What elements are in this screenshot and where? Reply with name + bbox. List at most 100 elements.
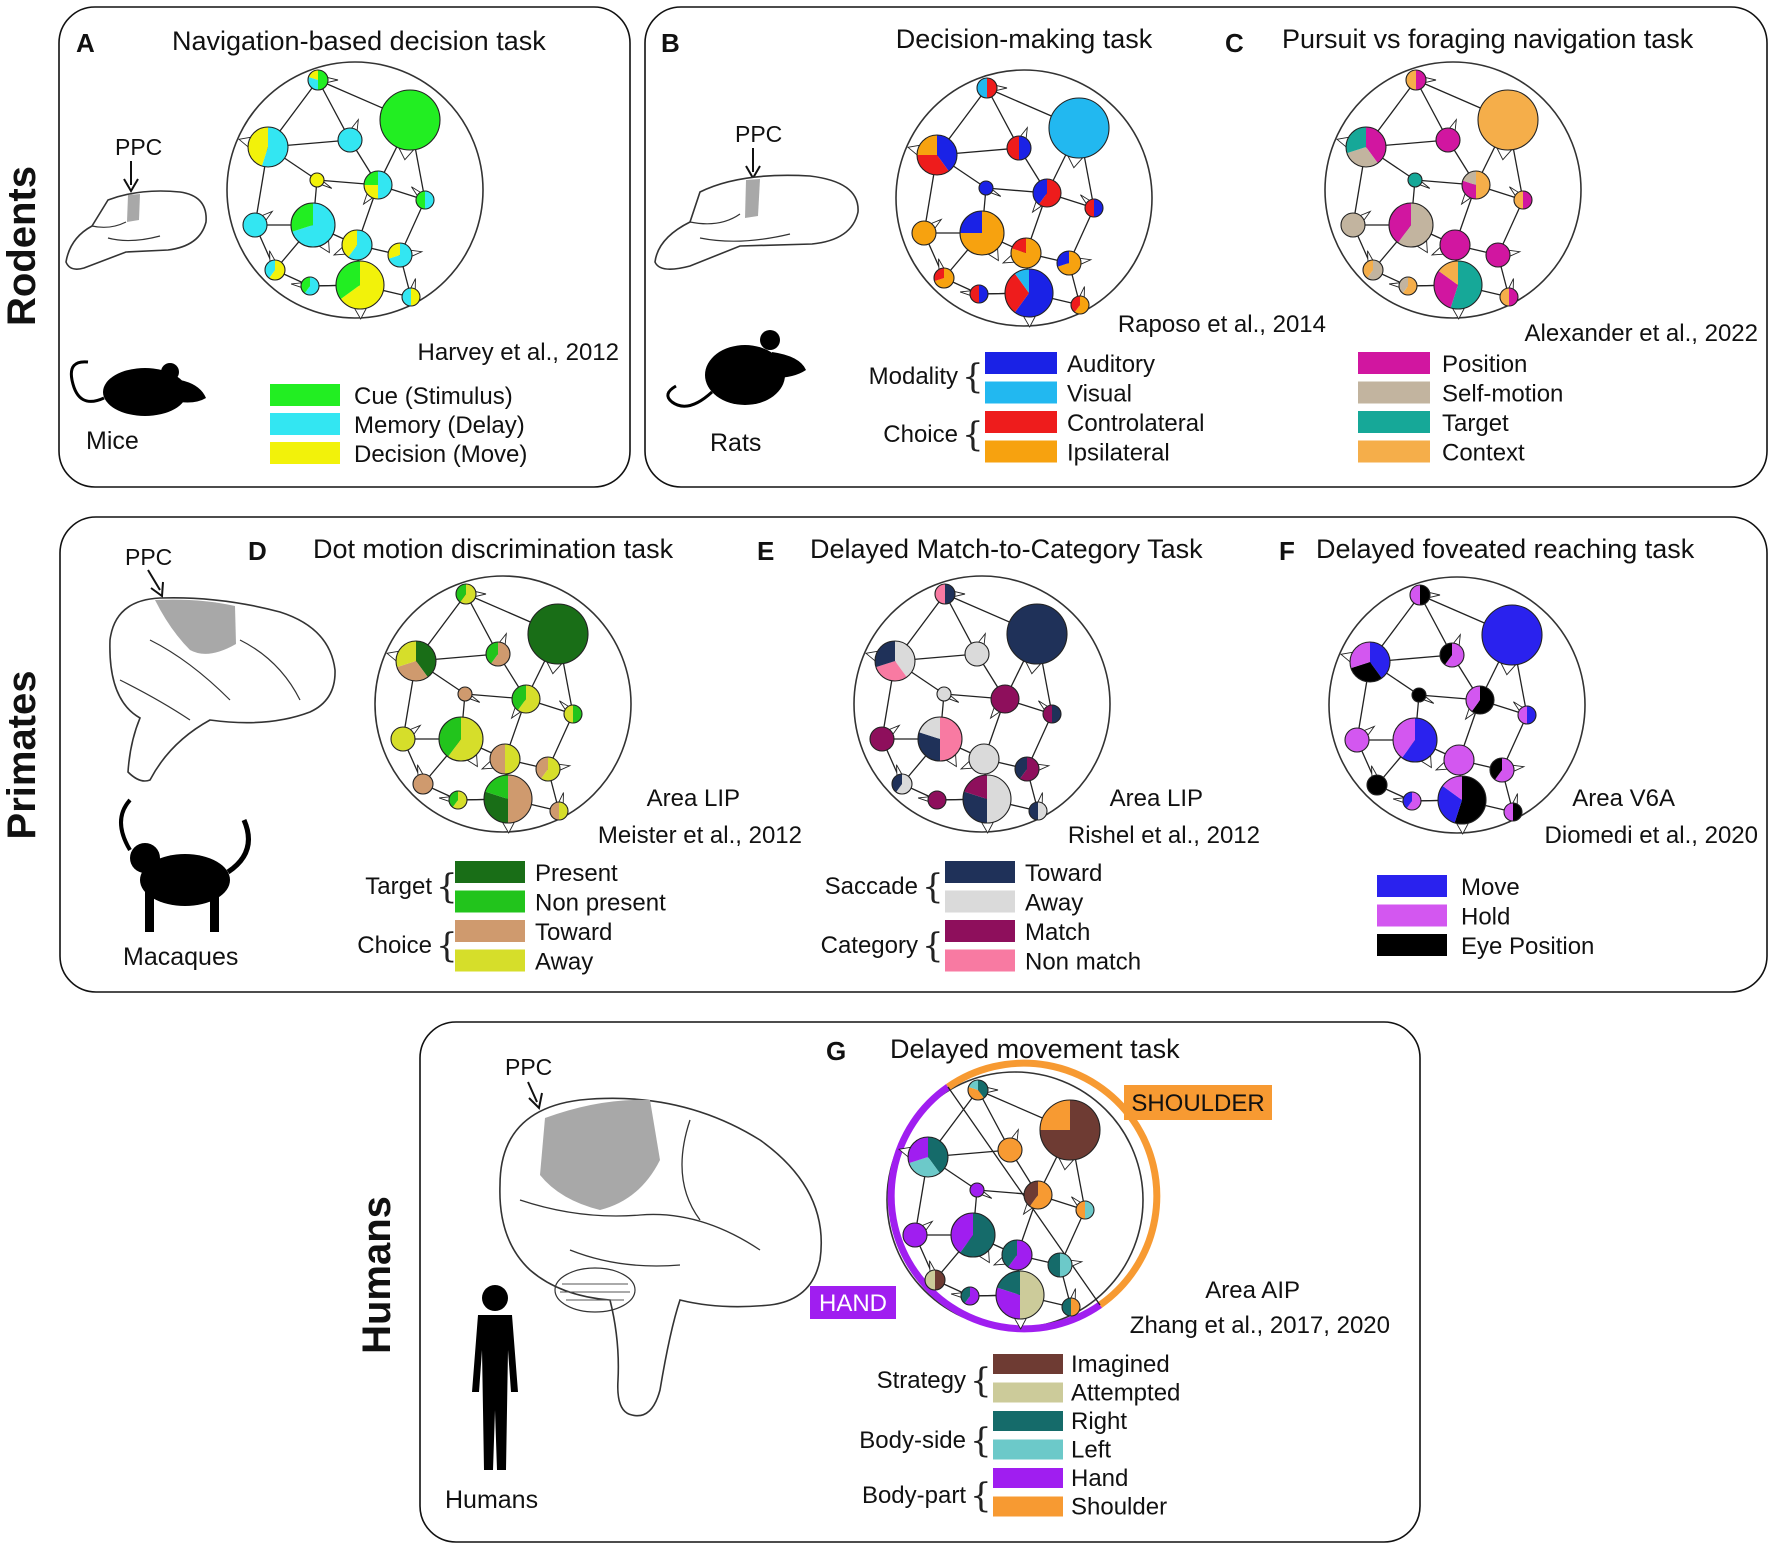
neuron-node-outline (1489, 757, 1515, 783)
neuron-node-slice (388, 243, 400, 259)
neuron-node-slice (550, 802, 559, 820)
neuron-node-slice (987, 78, 997, 98)
panel-letter-c: C (1225, 28, 1244, 58)
neuron-node-slice (961, 1287, 970, 1304)
neuron-node-slice (318, 70, 328, 90)
legend-group-label: Body-part (862, 1482, 966, 1509)
rat-brain-illustration (654, 174, 859, 270)
neuron-node-slice (968, 1086, 984, 1101)
neuron-node-outline (247, 126, 289, 168)
neuron-node-slice (1048, 1253, 1060, 1277)
neuron-node-slice (1071, 1298, 1080, 1316)
panel-c-network (1335, 69, 1539, 320)
panel-b-species: Rats (710, 429, 761, 457)
neuron-node-outline (1435, 127, 1461, 153)
legend-brace: { (962, 415, 984, 455)
panel-f-citation: Diomedi et al., 2020 (1545, 822, 1758, 849)
neuron-node-slice (483, 791, 508, 823)
neuron-node-outline (511, 684, 541, 714)
legend-swatch (985, 440, 1057, 463)
neuron-node-slice (964, 775, 987, 799)
neuron-node-slice (1076, 1201, 1085, 1219)
neuron-node-outline (412, 773, 434, 795)
legend-label: Context (1442, 440, 1525, 467)
neuron-node-outline (1006, 603, 1068, 665)
neuron-node-outline (907, 1136, 949, 1178)
panel-d-citation: Meister et al., 2012 (598, 822, 802, 849)
neuron-node-outline (1014, 756, 1040, 782)
neuron-node-slice (341, 230, 357, 258)
legend-swatch (993, 1496, 1063, 1517)
legend-swatch (945, 920, 1015, 942)
neuron-node-slice (940, 717, 962, 761)
neuron-node (1049, 98, 1109, 158)
neuron-node-outline (415, 190, 435, 210)
neuron-node-slice (977, 78, 987, 98)
neuron-node-slice (1518, 706, 1527, 724)
neuron-node-slice (1085, 1201, 1094, 1219)
neuron-node-outline (1340, 212, 1366, 238)
neuron-node-slice (559, 802, 568, 820)
neuron-node-outline (457, 686, 473, 702)
neuron-node-slice (925, 1270, 935, 1290)
neuron-node-outline (1405, 69, 1427, 91)
neuron-node-slice (987, 775, 1011, 823)
legend-label: Hand (1071, 1465, 1128, 1492)
panel-letter-b: B (661, 28, 680, 58)
panel-g-area: Area AIP (1205, 1277, 1300, 1304)
neuron-node (1440, 230, 1470, 260)
neuron-node-outline (1443, 744, 1475, 776)
neuron-node-slice (1402, 718, 1437, 763)
neuron-node-outline (395, 640, 437, 682)
neuron-node-outline (1056, 250, 1082, 276)
row-label-rodents: Rodents (0, 166, 44, 326)
neuron-node-outline (927, 790, 947, 810)
neuron-node-slice (378, 171, 392, 199)
neuron-node-outline (455, 583, 477, 605)
neuron-node-slice (1094, 199, 1103, 217)
legend-brace: { (970, 1421, 992, 1461)
legend-swatch (1358, 352, 1430, 374)
neuron-node-outline (1084, 198, 1104, 218)
neuron-node-slice (308, 70, 318, 80)
panel-f-title: Delayed foveated reaching task (1316, 534, 1695, 564)
neuron-node-outline (964, 641, 990, 667)
neuron-node-outline (936, 686, 952, 702)
panel-letter-e: E (757, 536, 774, 566)
panel-d-area: Area LIP (647, 785, 740, 812)
neuron-node-outline (1006, 135, 1032, 161)
neuron-node-slice (455, 584, 466, 603)
neuron-node-slice (950, 1213, 973, 1253)
neuron-node-outline (1439, 229, 1471, 261)
neuron-node-slice (1527, 706, 1536, 724)
neuron-node-slice (1350, 662, 1382, 683)
neuron-node-outline (549, 801, 569, 821)
neuron-node-slice (1494, 758, 1515, 782)
panel-a-title: Navigation-based decision task (172, 26, 546, 56)
neuron-node-slice (396, 661, 428, 682)
neuron-node (413, 774, 433, 794)
panel-b-legend: AuditoryVisualControlateralIpsilateralMo… (869, 351, 1205, 467)
neuron-node-outline (1001, 1239, 1033, 1271)
neuron-node-slice (917, 135, 937, 155)
legend-swatch (993, 1382, 1063, 1403)
neuron-node-outline (1439, 642, 1465, 668)
legend-label: Position (1442, 351, 1527, 378)
neuron-node-slice (919, 717, 940, 739)
neuron-node-outline (1075, 1200, 1095, 1220)
neuron-node-slice (1057, 251, 1069, 267)
legend-group-label: Body-side (859, 1427, 966, 1454)
neuron-node (998, 1138, 1022, 1162)
neuron-node-slice (1029, 802, 1038, 820)
legend-label: Move (1461, 874, 1520, 901)
neuron-node-outline (962, 774, 1012, 824)
legend-label: Memory (Delay) (354, 412, 525, 439)
legend-swatch (945, 890, 1015, 913)
neuron-node-slice (964, 1287, 980, 1305)
neuron-node (1412, 688, 1426, 702)
neuron-node-outline (969, 284, 989, 304)
neuron-node-slice (416, 641, 437, 678)
neuron-node-slice (1504, 803, 1513, 821)
legend-swatch (993, 1411, 1063, 1431)
